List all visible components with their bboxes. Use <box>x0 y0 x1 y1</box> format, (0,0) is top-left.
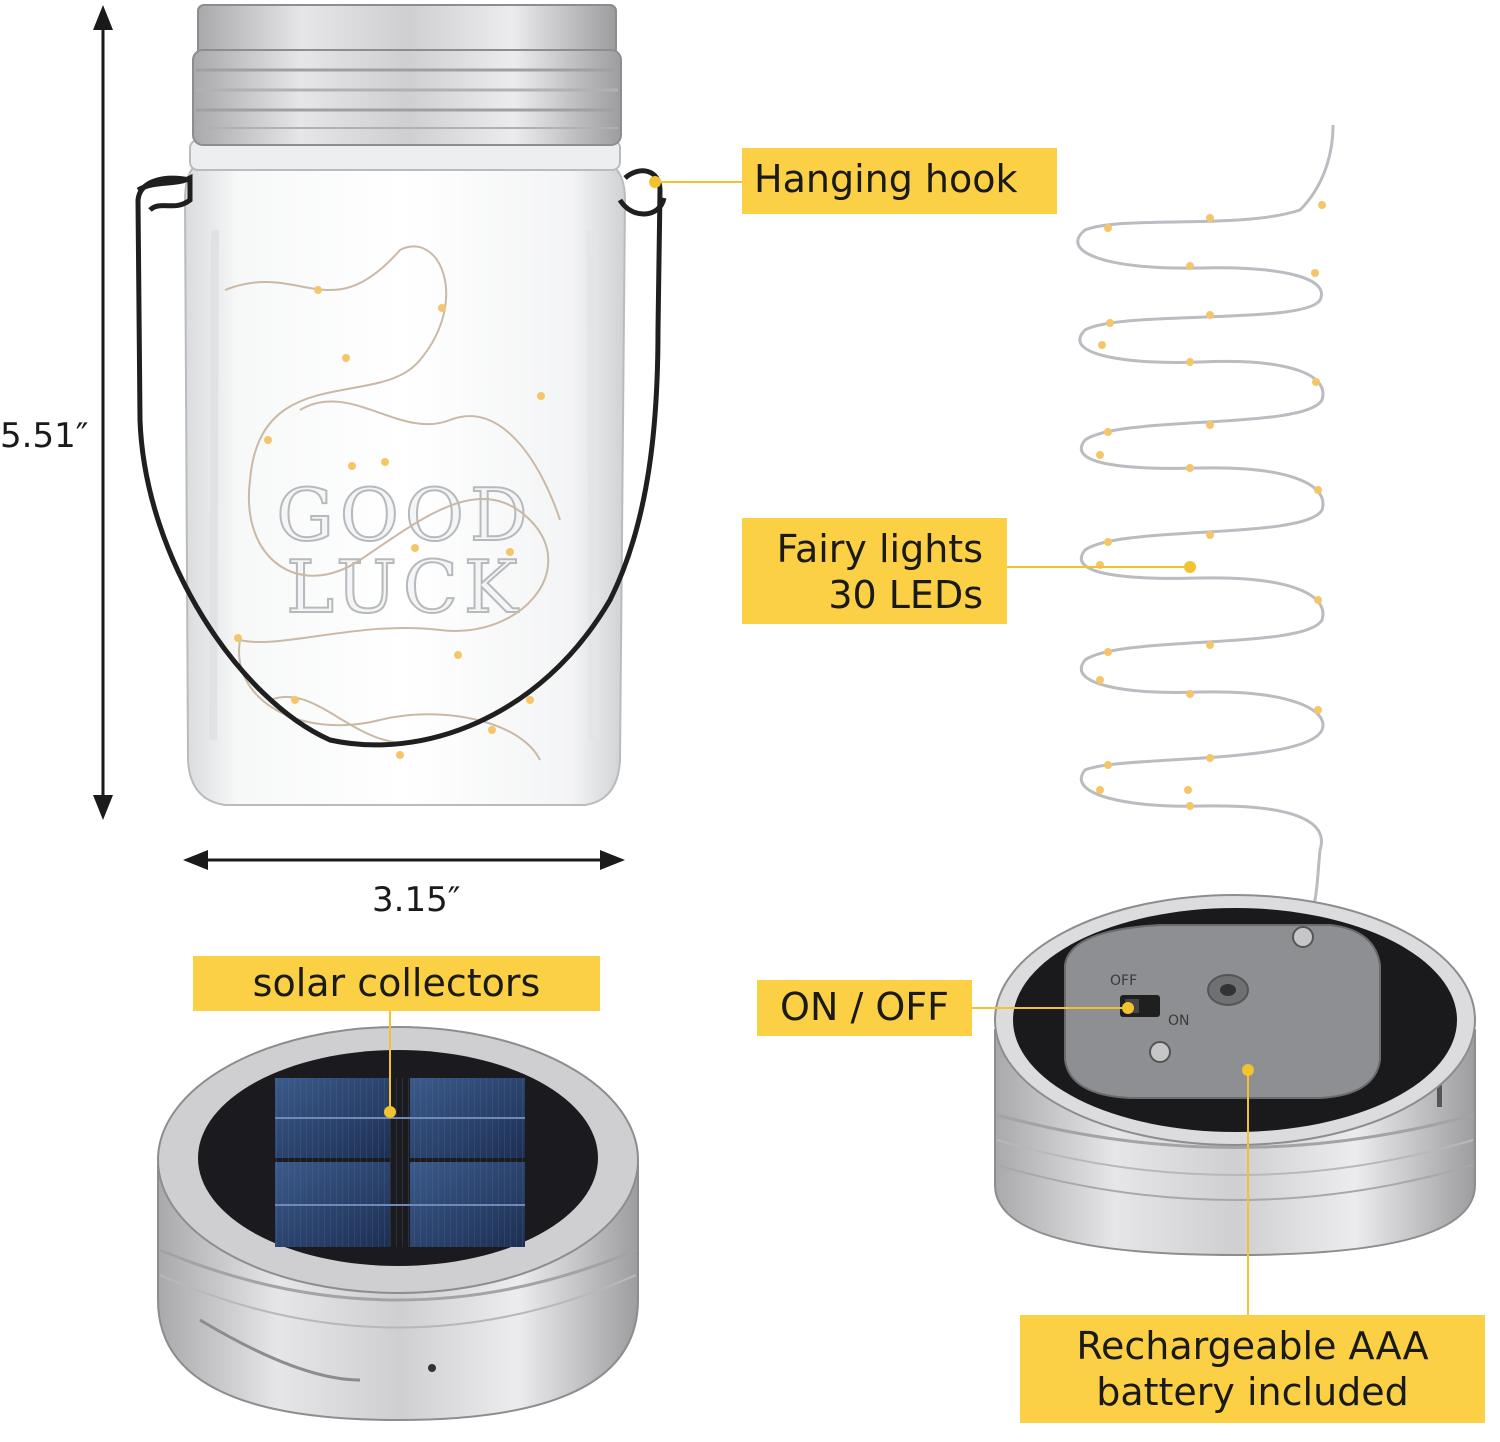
jar-led-points <box>234 286 545 759</box>
fairy-lights-text-line1: Fairy lights <box>776 527 983 571</box>
width-dimension-label: 3.15″ <box>372 880 461 920</box>
solar-lid <box>157 1026 639 1422</box>
height-dimension-label: 5.51″ <box>0 416 89 456</box>
battery-text-line1: Rechargeable AAA <box>1076 1324 1429 1368</box>
fairy-lights-text-line2: 30 LEDs <box>828 573 983 617</box>
battery-housing: OFF ON <box>1064 924 1381 1099</box>
battery-text-line2: battery included <box>1096 1370 1409 1414</box>
battery-label: Rechargeable AAA battery included <box>1020 1315 1485 1423</box>
on-off-text: ON / OFF <box>780 985 949 1029</box>
switch-off-marking: OFF <box>1110 973 1137 989</box>
hanging-hook-text: Hanging hook <box>754 157 1018 201</box>
solar-collectors-text: solar collectors <box>252 961 541 1005</box>
jar-embossing-luck: LUCK <box>286 545 523 629</box>
width-dimension-arrow <box>183 850 625 870</box>
on-off-label: ON / OFF <box>757 980 972 1036</box>
hanging-hook-label: Hanging hook <box>742 148 1057 214</box>
jar-glass <box>183 159 627 806</box>
fairy-light-wire <box>1076 124 1335 967</box>
hanging-hook-handle <box>135 168 663 748</box>
solar-collectors-label: solar collectors <box>193 956 600 1011</box>
height-dimension-arrow <box>93 5 113 820</box>
solar-panel <box>275 1078 525 1247</box>
jar-lid <box>192 4 622 146</box>
lid-underside: OFF ON <box>994 894 1476 1257</box>
jar-embossing-good: GOOD <box>276 473 533 557</box>
switch-on-marking: ON <box>1168 1013 1190 1029</box>
callout-lines <box>384 176 1254 1315</box>
fairy-led-points <box>1096 201 1326 810</box>
mason-jar: GOOD LUCK <box>135 4 667 806</box>
fairy-lights-label: Fairy lights 30 LEDs <box>742 518 1007 624</box>
fairy-light-coil <box>1076 124 1335 967</box>
